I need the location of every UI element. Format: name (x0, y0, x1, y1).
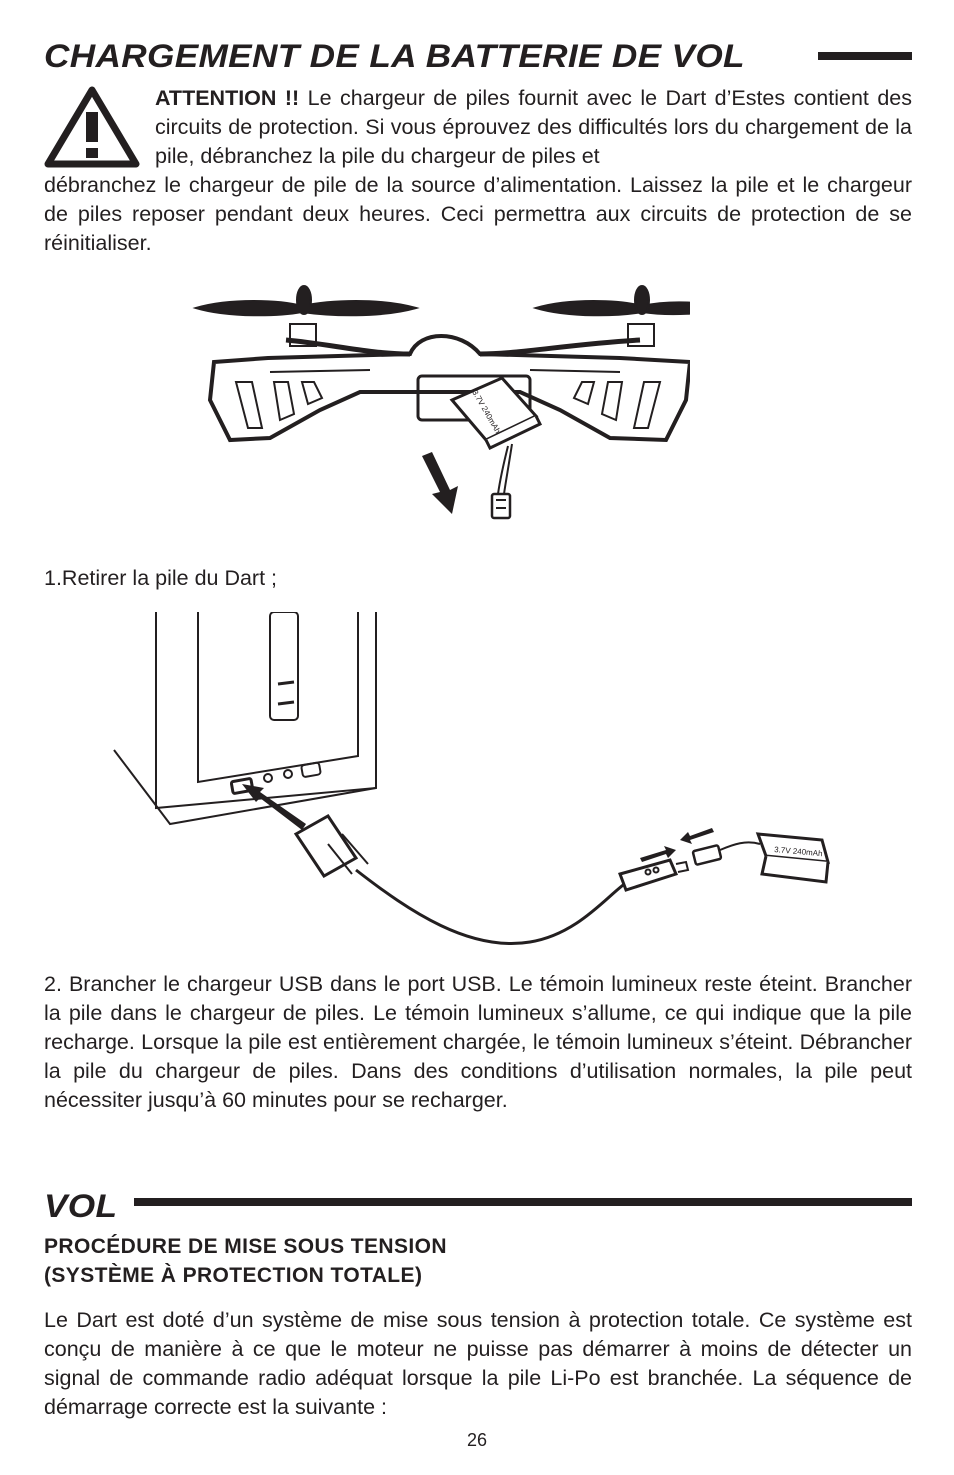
step-2-text: 2. Brancher le chargeur USB dans le port… (44, 972, 912, 1112)
computer-tower (155, 612, 377, 810)
step-1-caption: 1.Retirer la pile du Dart ; (44, 566, 278, 590)
power-procedure-subheading: PROCÉDURE DE MISE SOUS TENSION (SYSTÈME … (44, 1232, 447, 1290)
insert-arrow-icon (242, 784, 306, 830)
usb-cable (355, 868, 631, 945)
remove-arrow-icon (422, 452, 458, 514)
battery-label-fig2: 3.7V 240mAh (774, 845, 823, 858)
rotor-right (532, 300, 690, 317)
subheading-line-1: PROCÉDURE DE MISE SOUS TENSION (44, 1235, 447, 1258)
warning-text-first: ATTENTION !! Le chargeur de piles fourni… (155, 84, 912, 171)
drone-battery-illustration: 3.7V 240mAh (192, 285, 690, 520)
page-title: CHARGEMENT DE LA BATTERIE DE VOL (44, 37, 745, 74)
connect-arrow-left-icon (640, 846, 676, 862)
page-number: 26 (466, 1430, 488, 1450)
heading-rule (818, 52, 912, 60)
subheading-line-2: (SYSTÈME À PROTECTION TOTALE) (44, 1264, 423, 1287)
warning-label: ATTENTION !! (155, 86, 300, 110)
warning-body-first: Le chargeur de piles fournit avec le Dar… (155, 86, 912, 168)
vol-header: VOL (44, 1186, 912, 1226)
vol-heading-rule (134, 1198, 912, 1206)
connect-arrow-right-icon (680, 828, 714, 844)
warning-text-rest: débranchez le chargeur de pile de la sou… (44, 173, 912, 255)
section-header: CHARGEMENT DE LA BATTERIE DE VOL (44, 36, 912, 76)
vol-title: VOL (44, 1187, 118, 1224)
warning-icon (44, 86, 140, 168)
vol-body-text: Le Dart est doté d’un système de mise so… (44, 1308, 912, 1419)
usb-port (229, 777, 255, 795)
usb-charging-illustration: 3.7V 240mAh (113, 612, 831, 945)
